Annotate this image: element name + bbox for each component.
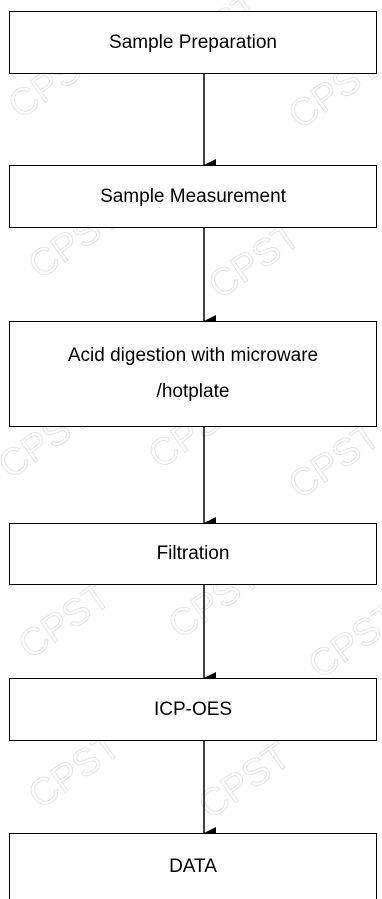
step-label: Sample Preparation	[109, 31, 277, 53]
step-label: ICP-OES	[153, 698, 233, 720]
step-label: DATA	[169, 855, 217, 877]
step-icp-oes: ICP-OES	[9, 678, 377, 741]
step-label: Sample Measurement	[100, 185, 286, 207]
step-acid-digestion: Acid digestion with microware /hotplate	[9, 321, 377, 427]
step-filtration: Filtration	[9, 523, 377, 585]
step-sample-measurement: Sample Measurement	[9, 165, 377, 228]
step-label-line-2: /hotplate	[156, 381, 230, 402]
step-sample-preparation: Sample Preparation	[9, 11, 377, 74]
step-label-line-1: Acid digestion with microware	[67, 345, 319, 366]
step-label: Filtration	[156, 543, 230, 564]
step-data: DATA	[9, 833, 377, 899]
